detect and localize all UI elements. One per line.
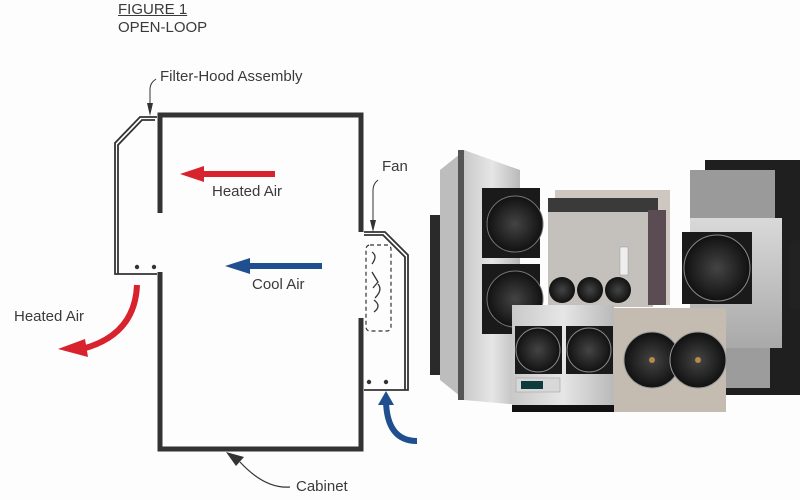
filter-hood-pointer bbox=[147, 78, 157, 116]
fan-housing bbox=[364, 231, 409, 391]
cool-air-label: Cool Air bbox=[252, 276, 305, 293]
cooler-unit-front-round-fans bbox=[614, 308, 727, 412]
cooler-unit-left-tall bbox=[430, 150, 544, 405]
fan-label: Fan bbox=[382, 158, 408, 175]
controller-display bbox=[521, 381, 543, 389]
filter-hood-label: Filter-Hood Assembly bbox=[160, 68, 303, 85]
ambient-air-intake-arrow bbox=[378, 391, 418, 444]
heated-air-outside-label: Heated Air bbox=[14, 308, 85, 325]
figure-subtitle: OPEN-LOOP bbox=[118, 19, 208, 36]
figure-title: FIGURE 1 bbox=[118, 1, 188, 18]
cooler-unit-center-back bbox=[548, 190, 670, 307]
cooler-unit-front-controller bbox=[512, 305, 614, 412]
filter-hood-assembly bbox=[114, 116, 157, 275]
thermoelectric-coolers-photo bbox=[430, 150, 800, 412]
cool-air-arrow bbox=[225, 258, 322, 274]
fan-pointer bbox=[370, 179, 379, 232]
cabinet-pointer bbox=[226, 452, 291, 488]
heated-air-exhaust-arrow bbox=[58, 284, 140, 357]
cabinet-label: Cabinet bbox=[296, 478, 348, 495]
heated-air-inside-label: Heated Air bbox=[212, 183, 283, 200]
heated-air-arrow-inside bbox=[180, 166, 275, 182]
